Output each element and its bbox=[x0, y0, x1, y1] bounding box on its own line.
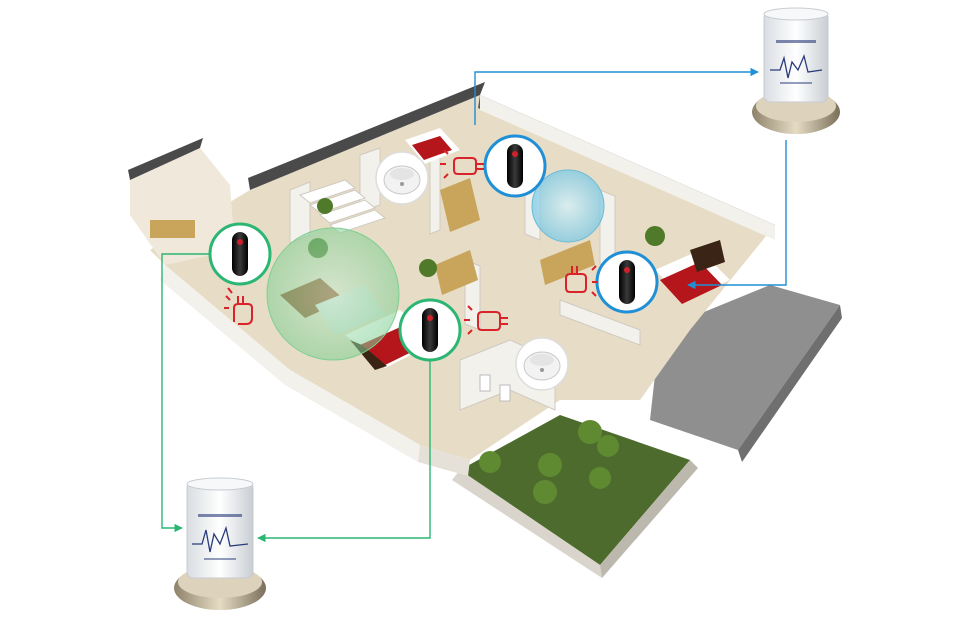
house-floorplan bbox=[128, 82, 842, 578]
terrace bbox=[650, 285, 840, 450]
pendant-button-top bbox=[483, 134, 547, 198]
press-icon-right bbox=[565, 265, 598, 297]
link-top-to-receiver bbox=[474, 67, 759, 125]
smoke-detector-center bbox=[515, 337, 569, 391]
receiver-bottom-left bbox=[174, 477, 266, 610]
connection-lines bbox=[161, 67, 787, 543]
ecg-line-icon bbox=[770, 53, 823, 79]
pendant-button-right bbox=[595, 250, 659, 314]
link-receiver-to-right bbox=[687, 140, 787, 290]
receiver-top-right bbox=[752, 7, 840, 134]
link-left-to-receiver bbox=[161, 253, 210, 533]
lawn bbox=[460, 415, 690, 565]
press-icon-left bbox=[224, 287, 253, 325]
detection-zone-blue bbox=[531, 169, 605, 243]
link-center-to-receiver bbox=[257, 360, 431, 543]
ecg-line-icon bbox=[192, 525, 249, 553]
press-icon-top bbox=[440, 149, 484, 179]
shrubs bbox=[479, 420, 619, 504]
press-icon-center bbox=[464, 305, 508, 335]
smoke-detector-top bbox=[375, 151, 429, 205]
pendant-button-center bbox=[398, 298, 462, 362]
pendant-button-left bbox=[208, 222, 272, 286]
detection-zone-green bbox=[266, 227, 400, 361]
